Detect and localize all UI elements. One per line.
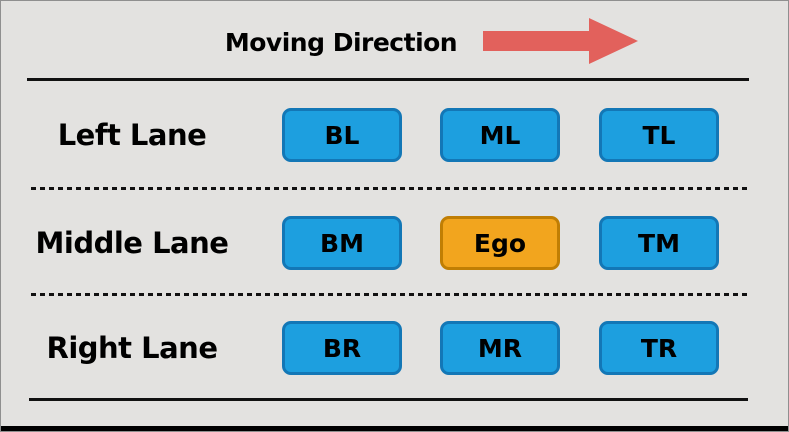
road-edge-bottom-line [29, 398, 748, 401]
vehicle-box-tr: TR [599, 321, 719, 375]
vehicle-box-tr-label: TR [640, 333, 678, 363]
lane-middle: Middle Lane BM Ego TM [1, 216, 788, 270]
vehicle-box-br-label: BR [322, 333, 362, 363]
vehicle-box-bm: BM [282, 216, 402, 270]
lane-left-label: Left Lane [57, 118, 207, 152]
moving-direction-arrow-icon [483, 17, 639, 65]
vehicle-box-tl-label: TL [642, 120, 676, 150]
lane-right: Right Lane BR MR TR [1, 321, 788, 375]
vehicle-box-bl: BL [282, 108, 402, 162]
ego-vehicle-box-label: Ego [473, 228, 527, 258]
lane-middle-label: Middle Lane [35, 226, 229, 260]
ego-vehicle-box: Ego [440, 216, 560, 270]
vehicle-box-tl: TL [599, 108, 719, 162]
vehicle-box-ml-label: ML [479, 120, 521, 150]
vehicle-box-tm: TM [599, 216, 719, 270]
vehicle-box-bm-label: BM [320, 228, 364, 258]
moving-direction-label: Moving Direction [224, 28, 458, 57]
vehicle-box-mr-label: MR [477, 333, 523, 363]
lane-left: Left Lane BL ML TL [1, 108, 788, 162]
lane-divider-dashed-line-2 [31, 293, 749, 296]
vehicle-box-bl-label: BL [324, 120, 360, 150]
lane-divider-dashed-line-1 [31, 187, 749, 190]
vehicle-box-ml: ML [440, 108, 560, 162]
lane-right-label: Right Lane [46, 331, 219, 365]
vehicle-box-br: BR [282, 321, 402, 375]
vehicle-box-tm-label: TM [638, 228, 680, 258]
vehicle-box-mr: MR [440, 321, 560, 375]
window-bottom-edge [1, 426, 788, 431]
road-edge-top-line [27, 78, 749, 81]
